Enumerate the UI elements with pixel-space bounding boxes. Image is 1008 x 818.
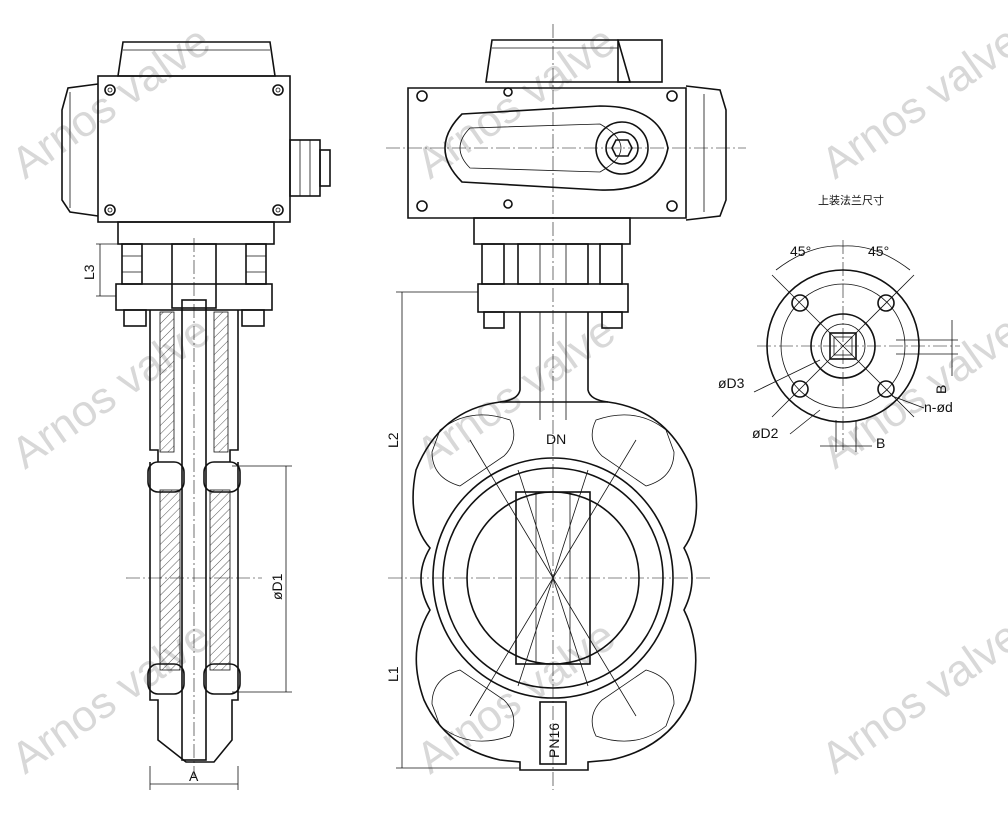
side-section-view [61,41,331,790]
watermark-text: Arnos valve [408,306,624,478]
d1-label: øD1 [269,573,285,600]
nd-label: n-ød [924,399,953,415]
front-view [386,24,746,790]
pn-label: PN16 [546,723,562,758]
angle-label-left: 45° [790,243,811,259]
watermark-text: Arnos valve [3,611,219,783]
watermark-text: Arnos valve [408,16,624,188]
l2-label: L2 [385,432,401,448]
watermark-text: Arnos valve [813,306,1008,478]
d3-label: øD3 [718,375,745,391]
l1-label: L1 [385,666,401,682]
watermark-text: Arnos valve [3,306,219,478]
watermark-text: Arnos valve [813,16,1008,188]
watermark-text: Arnos valve [813,611,1008,783]
dn-label: DN [546,431,566,447]
watermarks: Arnos valve Arnos valve Arnos valve Arno… [3,16,1008,783]
b-label-vertical: B [933,385,949,394]
angle-label-right: 45° [868,243,889,259]
b-label-horizontal: B [876,435,885,451]
d2-label: øD2 [752,425,779,441]
flange-detail [753,240,960,452]
flange-title: 上装法兰尺寸 [818,193,884,207]
l3-label: L3 [81,264,97,280]
a-label: A [189,768,199,784]
